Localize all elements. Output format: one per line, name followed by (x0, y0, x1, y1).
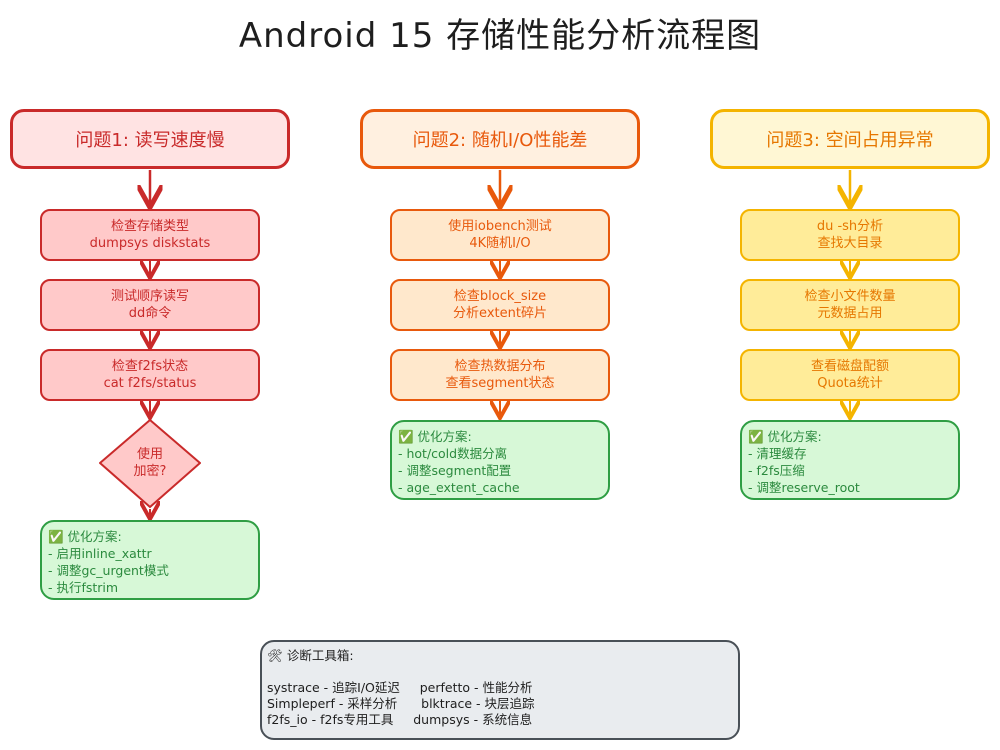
problem2-step3: 检查热数据分布 查看segment状态 (390, 349, 610, 401)
problem2-solution: ✅ 优化方案: - hot/cold数据分离 - 调整segment配置 - a… (390, 420, 610, 500)
problem1-step2: 测试顺序读写 dd命令 (40, 279, 260, 331)
diagnostic-toolbox: 🛠 诊断工具箱: systrace - 追踪I/O延迟 perfetto - 性… (260, 640, 740, 740)
decision-label: 使用 加密? (133, 447, 167, 479)
problem3-step3: 查看磁盘配额 Quota统计 (740, 349, 960, 401)
problem1-step1: 检查存储类型 dumpsys diskstats (40, 209, 260, 261)
problem1-step3: 检查f2fs状态 cat f2fs/status (40, 349, 260, 401)
problem1-header: 问题1: 读写速度慢 (10, 109, 290, 169)
diagram-title: Android 15 存储性能分析流程图 (238, 16, 762, 56)
problem2-step2: 检查block_size 分析extent碎片 (390, 279, 610, 331)
problem3-step2: 检查小文件数量 元数据占用 (740, 279, 960, 331)
problem3-header: 问题3: 空间占用异常 (710, 109, 990, 169)
problem2-header: 问题2: 随机I/O性能差 (360, 109, 640, 169)
decision-diamond (99, 419, 201, 508)
problem1-solution: ✅ 优化方案: - 启用inline_xattr - 调整gc_urgent模式… (40, 520, 260, 600)
problem2-step1: 使用iobench测试 4K随机I/O (390, 209, 610, 261)
problem3-solution: ✅ 优化方案: - 清理缓存 - f2fs压缩 - 调整reserve_root (740, 420, 960, 500)
problem3-step1: du -sh分析 查找大目录 (740, 209, 960, 261)
